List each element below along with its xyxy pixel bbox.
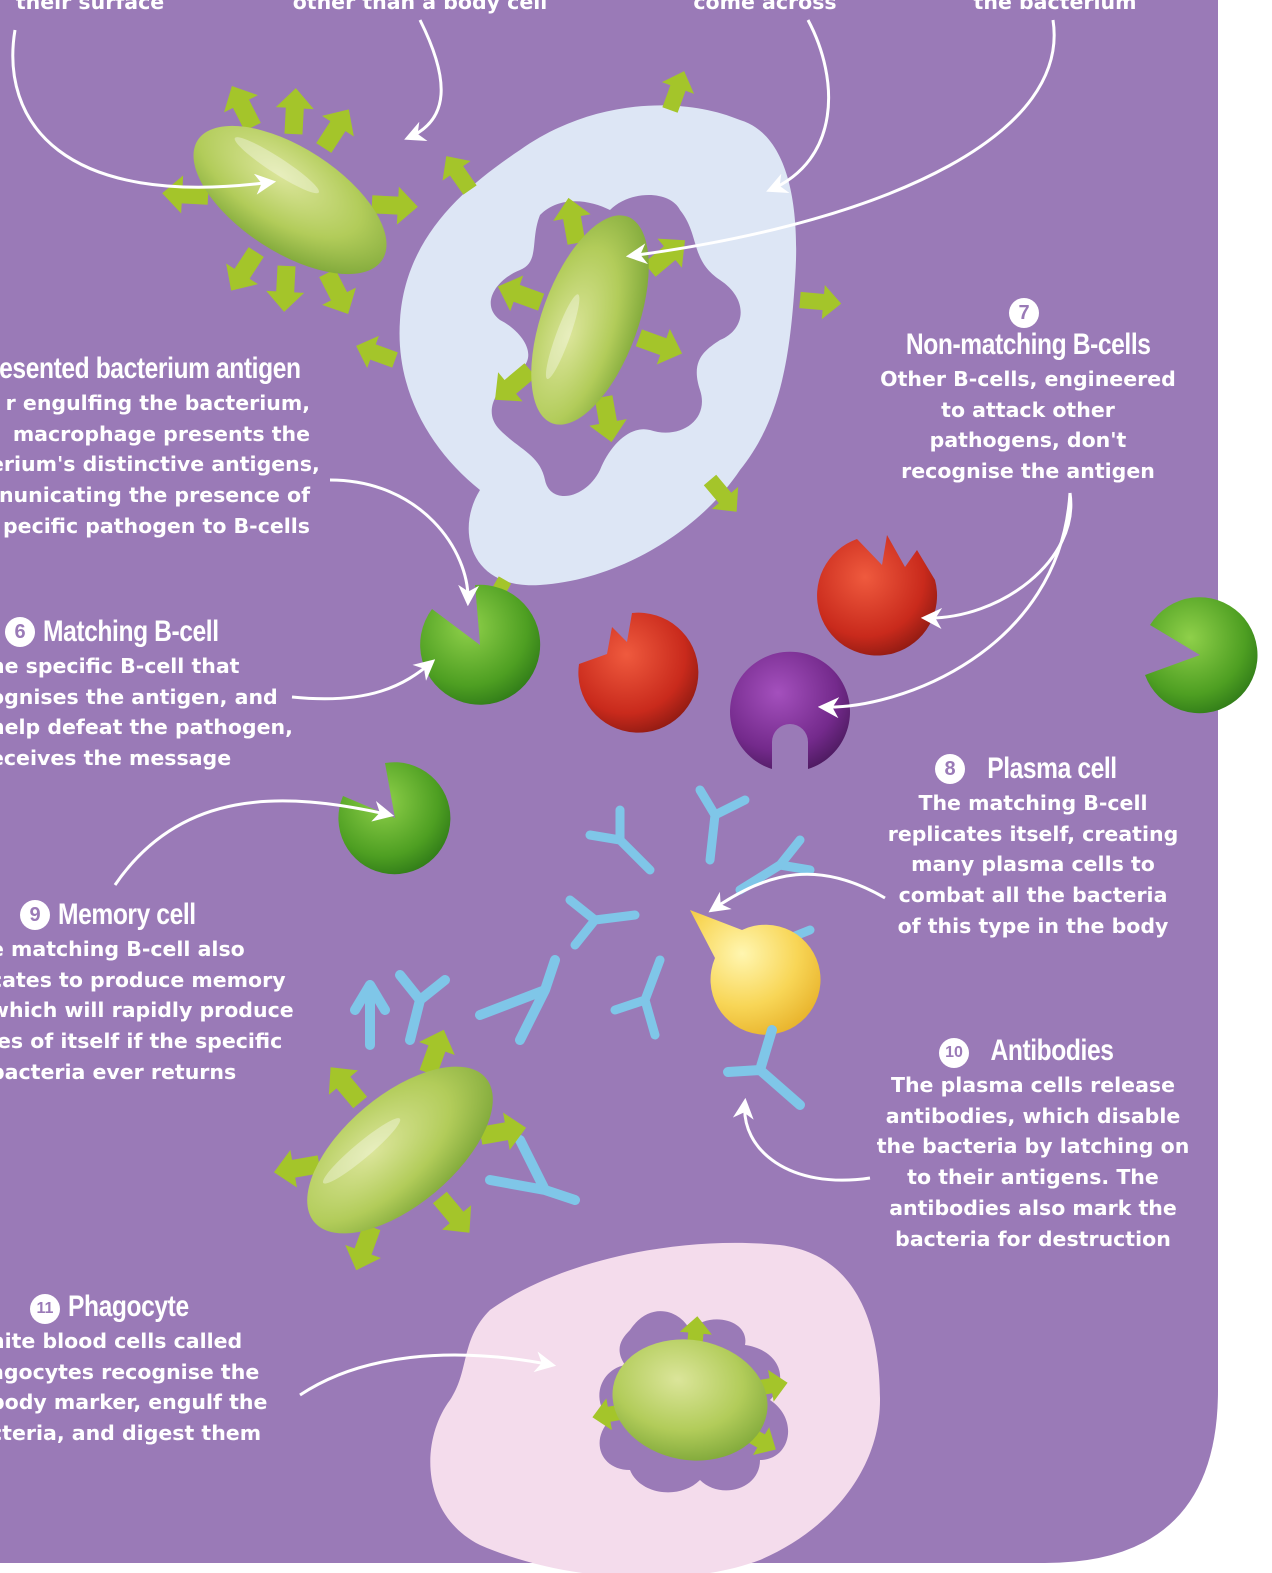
label-nonmatching-bcells: 7Non-matching B-cells Other B-cells, eng… — [868, 298, 1188, 487]
fragment-the-bacterium: the bacterium — [960, 0, 1150, 18]
plasma-body: The matching B-cell replicates itself, c… — [873, 788, 1193, 942]
number-badge-8: 8 — [935, 754, 965, 784]
number-badge-9: 9 — [20, 900, 50, 930]
memory-title: Memory cell — [58, 898, 196, 932]
antibodies-body: The plasma cells release antibodies, whi… — [868, 1070, 1198, 1254]
fragment-body-cell: other than a body cell — [270, 0, 570, 18]
fragment-come-across: come across — [680, 0, 850, 18]
label-memory-cell: 9 Memory cell e matching B-cell also cate… — [0, 898, 300, 1088]
matching-title: Matching B-cell — [43, 615, 219, 649]
number-badge-10: 10 — [939, 1038, 969, 1068]
nonmatching-body: Other B-cells, engineered to attack othe… — [868, 364, 1188, 487]
presented-body: r engulfing the bacterium, macrophage pr… — [0, 388, 320, 542]
phagocyte-body: hite blood cells called agocytes recogni… — [0, 1326, 290, 1449]
antibodies-title: Antibodies — [991, 1034, 1114, 1068]
label-matching-bcell: 6 Matching B-cell he specific B-cell that… — [0, 615, 290, 774]
label-antibodies: 10 Antibodies The plasma cells release an… — [868, 1034, 1198, 1254]
number-badge-7: 7 — [1009, 298, 1039, 328]
number-badge-6: 6 — [5, 617, 35, 647]
plasma-title: Plasma cell — [987, 752, 1117, 786]
presented-title: resented bacterium antigen — [0, 352, 301, 386]
nonmatching-title: Non-matching B-cells — [906, 328, 1151, 362]
memory-body: e matching B-cell also cates to produce … — [0, 934, 300, 1088]
matching-body: he specific B-cell that ognises the anti… — [0, 651, 290, 774]
label-plasma-cell: 8 Plasma cell The matching B-cell replica… — [873, 752, 1193, 942]
label-phagocyte: 11 Phagocyte hite blood cells called agoc… — [0, 1290, 290, 1449]
phagocyte-title: Phagocyte — [68, 1290, 189, 1324]
fragment-their-surface: their surface — [0, 0, 180, 18]
label-presented-antigen: resented bacterium antigen r engulfing t… — [0, 352, 320, 542]
number-badge-11: 11 — [30, 1294, 60, 1324]
